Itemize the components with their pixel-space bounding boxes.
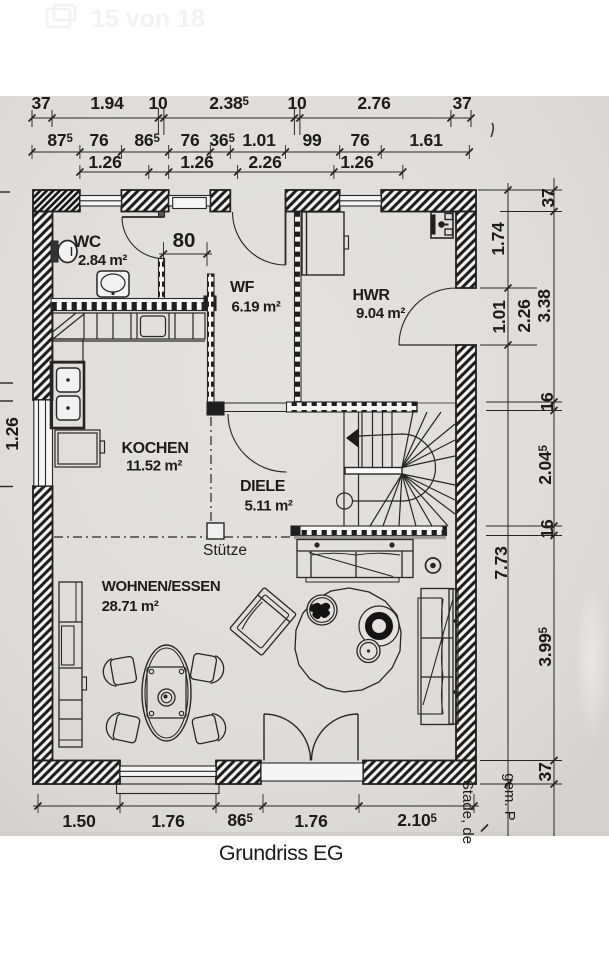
svg-text:gem. P: gem. P bbox=[501, 773, 518, 821]
svg-text:16: 16 bbox=[537, 392, 557, 412]
svg-text:37: 37 bbox=[535, 762, 555, 781]
svg-text:Grundriss EG: Grundriss EG bbox=[219, 841, 343, 865]
svg-text:WC: WC bbox=[73, 232, 101, 251]
svg-text:3.995: 3.995 bbox=[535, 626, 555, 666]
svg-text:80: 80 bbox=[173, 229, 196, 252]
svg-text:WOHNEN/ESSEN: WOHNEN/ESSEN bbox=[102, 578, 221, 595]
svg-text:5.11 m²: 5.11 m² bbox=[244, 498, 292, 515]
svg-text:2.105: 2.105 bbox=[397, 810, 437, 830]
svg-text:76: 76 bbox=[350, 130, 370, 150]
svg-text:1.01: 1.01 bbox=[489, 300, 509, 334]
svg-text:1.74: 1.74 bbox=[488, 222, 508, 256]
svg-text:1.94: 1.94 bbox=[90, 93, 124, 113]
svg-text:15 von 18: 15 von 18 bbox=[91, 5, 205, 33]
svg-text:2.84 m²: 2.84 m² bbox=[78, 252, 127, 269]
svg-text:1.76: 1.76 bbox=[294, 811, 328, 831]
svg-text:2.045: 2.045 bbox=[535, 444, 555, 484]
svg-text:3.38: 3.38 bbox=[534, 289, 554, 323]
svg-text:Stütze: Stütze bbox=[203, 542, 247, 559]
svg-text:1.50: 1.50 bbox=[62, 811, 96, 831]
svg-text:28.71 m²: 28.71 m² bbox=[102, 598, 159, 615]
svg-text:37: 37 bbox=[452, 93, 471, 113]
svg-text:1.26: 1.26 bbox=[340, 152, 374, 172]
svg-text:2.26: 2.26 bbox=[248, 152, 282, 172]
svg-text:HWR: HWR bbox=[352, 287, 390, 304]
svg-text:Stade, de: Stade, de bbox=[459, 780, 476, 844]
svg-text:2.385: 2.385 bbox=[209, 93, 249, 113]
svg-text:2.76: 2.76 bbox=[357, 93, 391, 113]
svg-text:1.26: 1.26 bbox=[88, 152, 122, 172]
svg-text:7.73: 7.73 bbox=[491, 546, 511, 580]
svg-text:9.04 m²: 9.04 m² bbox=[356, 305, 405, 322]
svg-text:10: 10 bbox=[148, 93, 168, 113]
svg-text:76: 76 bbox=[180, 130, 200, 150]
svg-text:99: 99 bbox=[302, 130, 322, 150]
svg-text:37: 37 bbox=[538, 188, 558, 207]
svg-text:DIELE: DIELE bbox=[240, 478, 286, 495]
svg-text:16: 16 bbox=[537, 519, 557, 539]
svg-text:WF: WF bbox=[230, 279, 255, 296]
svg-text:1.26: 1.26 bbox=[180, 152, 214, 172]
svg-text:10: 10 bbox=[287, 93, 307, 113]
svg-text:KOCHEN: KOCHEN bbox=[122, 440, 189, 457]
svg-text:11.52 m²: 11.52 m² bbox=[126, 458, 182, 475]
svg-text:6.19 m²: 6.19 m² bbox=[232, 299, 281, 316]
svg-text:76: 76 bbox=[89, 130, 109, 150]
svg-text:1.61: 1.61 bbox=[409, 130, 443, 150]
svg-text:1.76: 1.76 bbox=[151, 811, 185, 831]
svg-text:1.01: 1.01 bbox=[242, 130, 276, 150]
svg-text:37: 37 bbox=[31, 93, 50, 113]
svg-text:2.26: 2.26 bbox=[514, 299, 534, 333]
svg-text:1.26: 1.26 bbox=[2, 417, 22, 451]
